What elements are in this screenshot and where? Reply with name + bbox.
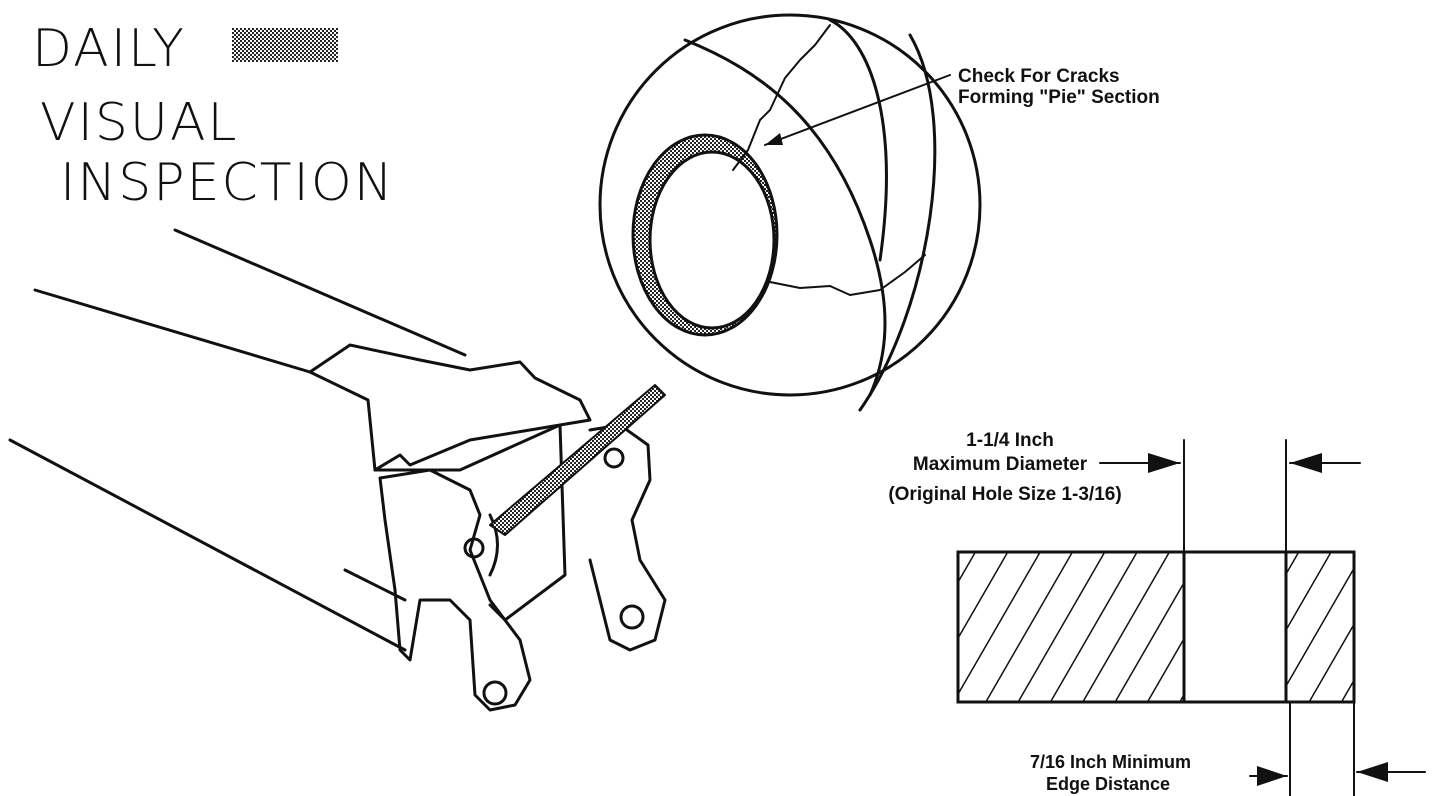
edge-line-2: Edge Distance: [1046, 774, 1170, 794]
callout-line-1: Check For Cracks: [958, 66, 1120, 87]
diameter-line-1: 1-1/4 Inch: [966, 430, 1054, 451]
magnified-hole-detail: [598, 13, 982, 412]
scribble-mark: [232, 28, 338, 62]
title-line-inspection: INSPECTION: [60, 153, 395, 213]
handwritten-title: DAILY VISUAL INSPECTION: [32, 19, 395, 213]
edge-line-1: 7/16 Inch Minimum: [1030, 752, 1191, 772]
edge-note: 7/16 Inch Minimum Edge Distance: [1030, 752, 1191, 794]
hole-cross-section: [956, 439, 1426, 796]
diameter-note: 1-1/4 Inch Maximum Diameter (Original Ho…: [888, 430, 1121, 505]
crack-line: [769, 254, 926, 296]
title-line-visual: VISUAL: [40, 93, 239, 153]
crack-line: [732, 24, 831, 171]
crack-callout: Check For Cracks Forming "Pie" Section: [764, 66, 1160, 146]
boom-arm-drawing: [8, 228, 667, 712]
title-line-daily: DAILY: [32, 19, 186, 79]
callout-line-2: Forming "Pie" Section: [958, 87, 1160, 108]
diameter-line-2: Maximum Diameter: [913, 454, 1088, 475]
diameter-line-3: (Original Hole Size 1-3/16): [888, 484, 1121, 505]
